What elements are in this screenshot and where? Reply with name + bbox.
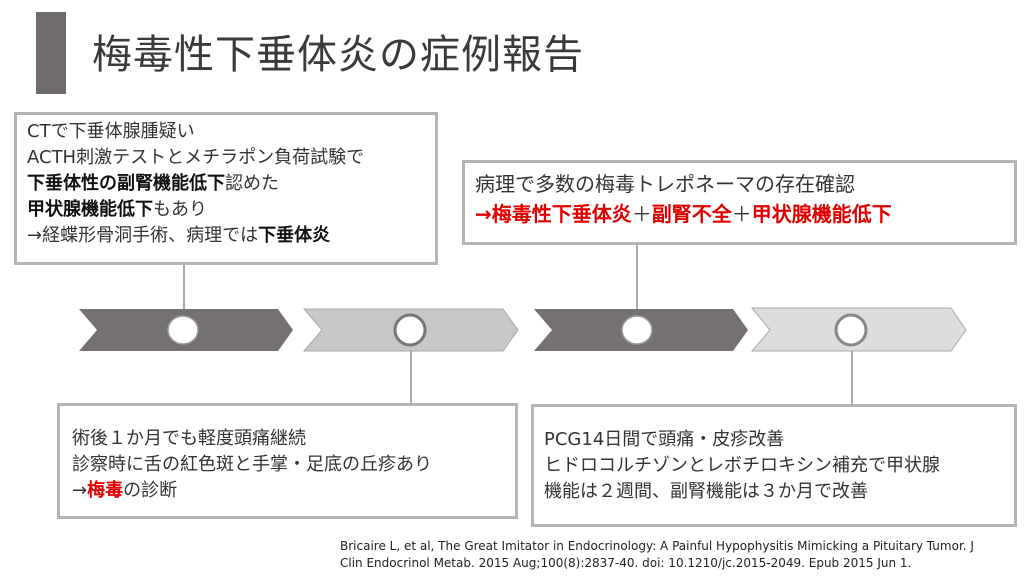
- text-line: CTで下垂体腺腫疑い: [27, 121, 195, 142]
- event-box-treatment: PCG14日間で頭痛・皮疹改善 ヒドロコルチゾンとレボチロキシン補充で甲状腺 機…: [531, 404, 1017, 527]
- citation-line: Clin Endocrinol Metab. 2015 Aug;100(8):2…: [340, 556, 912, 570]
- text: →経蝶形骨洞手術、病理では: [27, 225, 259, 246]
- text-line: 病理で多数の梅毒トレポネーマの存在確認: [475, 172, 855, 196]
- timeline-circle-3: [621, 315, 653, 345]
- emphasis: 下垂体炎: [258, 225, 331, 246]
- event-box-postop: 術後１か月でも軽度頭痛継続 診察時に舌の紅色斑と手掌・足底の丘疹あり →梅毒の診…: [57, 403, 518, 519]
- text-line: 機能は２週間、副腎機能は３か月で改善: [544, 481, 868, 502]
- event-box-pathology: 病理で多数の梅毒トレポネーマの存在確認 →梅毒性下垂体炎＋副腎不全＋甲状腺機能低…: [462, 160, 1017, 245]
- text-line: ヒドロコルチゾンとレボチロキシン補充で甲状腺: [544, 455, 940, 476]
- emphasis: 副腎不全: [651, 202, 732, 226]
- timeline-circle-4: [834, 313, 868, 347]
- text: の診断: [123, 480, 178, 501]
- text: →: [72, 480, 88, 501]
- citation: Bricaire L, et al, The Great Imitator in…: [340, 538, 1020, 572]
- plus: ＋: [631, 202, 652, 226]
- connector-4: [851, 350, 853, 406]
- text-line: 診察時に舌の紅色斑と手掌・足底の丘疹あり: [72, 454, 432, 475]
- text-line: 甲状腺機能低下もあり: [27, 197, 425, 223]
- text-line: 下垂体性の副腎機能低下認めた: [27, 171, 425, 197]
- connector-3: [636, 242, 638, 310]
- text-line: PCG14日間で頭痛・皮疹改善: [544, 429, 785, 450]
- plus: ＋: [731, 202, 752, 226]
- text-line: →梅毒性下垂体炎＋副腎不全＋甲状腺機能低下: [475, 199, 1004, 229]
- emphasis: 梅毒: [87, 480, 124, 501]
- text-line: ACTH刺激テストとメチラポン負荷試験で: [27, 147, 365, 168]
- title-accent-bar: [36, 12, 66, 94]
- text-line: →梅毒の診断: [72, 478, 503, 504]
- slide-title: 梅毒性下垂体炎の症例報告: [92, 32, 584, 78]
- text: 認めた: [225, 173, 279, 194]
- text-line: 術後１か月でも軽度頭痛継続: [72, 428, 306, 449]
- emphasis: 甲状腺機能低下: [751, 202, 892, 226]
- emphasis: 甲状腺機能低下: [27, 199, 153, 220]
- connector-2: [410, 350, 412, 406]
- text-line: →経蝶形骨洞手術、病理では下垂体炎: [27, 223, 425, 249]
- timeline-circle-2: [393, 313, 427, 347]
- text: もあり: [153, 199, 207, 220]
- event-box-diagnosis: CTで下垂体腺腫疑い ACTH刺激テストとメチラポン負荷試験で 下垂体性の副腎機…: [14, 112, 438, 265]
- citation-line: Bricaire L, et al, The Great Imitator in…: [340, 539, 974, 553]
- connector-1: [183, 262, 185, 310]
- timeline-circle-1: [167, 315, 199, 345]
- emphasis: 下垂体性の副腎機能低下: [27, 173, 225, 194]
- emphasis: →梅毒性下垂体炎: [475, 202, 632, 226]
